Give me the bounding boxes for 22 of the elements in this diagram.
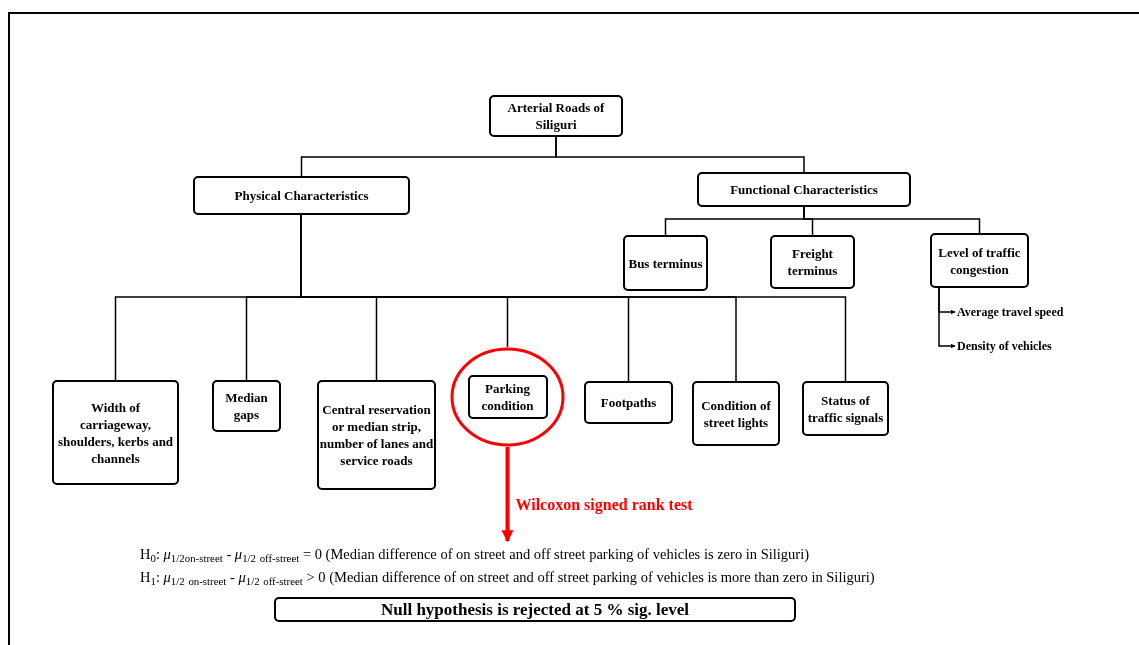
category-box: Status of traffic signals xyxy=(802,381,889,436)
hypothesis-text: H$_{1}$: μ$_{1/2}$ $_{on-street}$ - μ$_{1/2}$ $_{off-street}$ > 0 (Median difference of on street and off street parking of vehicles is more than zero in Siliguri) xyxy=(140,568,875,589)
category-box: Footpaths xyxy=(584,381,673,424)
category-box: Physical Characteristics xyxy=(193,176,410,215)
conclusion-box: Null hypothesis is rejected at 5 % sig. level xyxy=(274,597,796,622)
category-box: Median gaps xyxy=(212,380,281,432)
connector-line xyxy=(803,206,981,234)
branch-label: Density of vehicles xyxy=(957,337,1107,355)
arrow xyxy=(938,287,956,349)
category-box: Level of traffic congestion xyxy=(930,233,1029,288)
category-box: Bus terminus xyxy=(623,235,708,291)
hypothesis-text: H$_{0}$: μ$_{1/2}$$_{on-street}$ - μ$_{1/2}$ $_{off-street}$ = 0 (Median difference of on street and off street parking of vehicles is zero in Siliguri) xyxy=(140,545,809,566)
category-box: Condition of street lights xyxy=(692,381,780,446)
category-box: Freight terminus xyxy=(770,235,855,289)
branch-label: Average travel speed xyxy=(957,303,1107,321)
category-box: Central reservation or median strip, number of lanes and service roads xyxy=(317,380,436,490)
connector-line xyxy=(555,136,805,173)
category-box: Functional Characteristics xyxy=(697,172,911,207)
arrow xyxy=(501,447,514,543)
category-box: Width of carriageway, shoulders, kerbs and channels xyxy=(52,380,179,485)
category-box: Parking condition xyxy=(467,375,548,419)
category-box: Arterial Roads of Siliguri xyxy=(489,95,623,137)
